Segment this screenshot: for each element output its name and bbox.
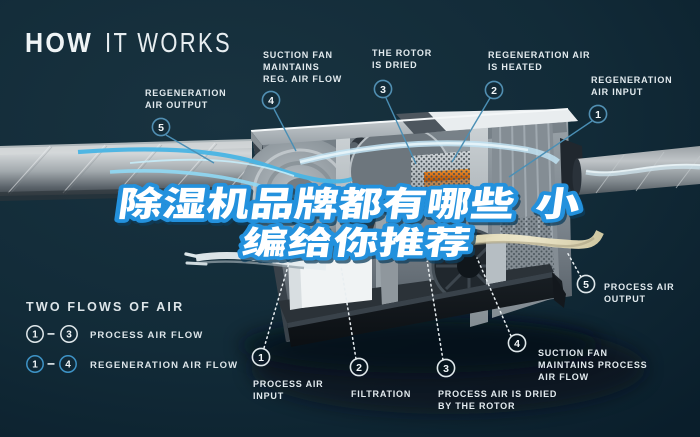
svg-text:MAINTAINS PROCESS: MAINTAINS PROCESS bbox=[538, 360, 647, 370]
svg-text:IS HEATED: IS HEATED bbox=[488, 62, 543, 72]
svg-text:FILTRATION: FILTRATION bbox=[351, 389, 411, 399]
svg-text:3: 3 bbox=[66, 330, 72, 341]
svg-text:REGENERATION AIR FLOW: REGENERATION AIR FLOW bbox=[90, 360, 238, 371]
svg-text:3: 3 bbox=[443, 363, 449, 375]
svg-text:1: 1 bbox=[595, 109, 601, 121]
svg-text:1: 1 bbox=[32, 360, 38, 371]
svg-text:REGENERATION: REGENERATION bbox=[145, 88, 226, 98]
svg-text:3: 3 bbox=[380, 84, 386, 96]
svg-text:1: 1 bbox=[32, 330, 38, 341]
svg-text:TWO FLOWS OF AIR: TWO FLOWS OF AIR bbox=[26, 300, 184, 314]
svg-text:1: 1 bbox=[258, 352, 264, 364]
svg-text:4: 4 bbox=[514, 338, 520, 350]
svg-text:REGENERATION: REGENERATION bbox=[591, 75, 672, 85]
svg-text:IT WORKS: IT WORKS bbox=[105, 27, 232, 58]
svg-text:SUCTION FAN: SUCTION FAN bbox=[263, 50, 333, 60]
svg-text:PROCESS AIR FLOW: PROCESS AIR FLOW bbox=[90, 330, 203, 341]
svg-text:4: 4 bbox=[268, 95, 274, 107]
svg-text:MAINTAINS: MAINTAINS bbox=[263, 62, 320, 72]
svg-text:REG. AIR FLOW: REG. AIR FLOW bbox=[263, 74, 342, 84]
svg-text:IS DRIED: IS DRIED bbox=[372, 60, 417, 70]
svg-text:OUTPUT: OUTPUT bbox=[604, 294, 646, 304]
svg-text:BY THE ROTOR: BY THE ROTOR bbox=[438, 401, 515, 411]
svg-text:THE ROTOR: THE ROTOR bbox=[372, 48, 432, 58]
svg-text:AIR INPUT: AIR INPUT bbox=[591, 87, 643, 97]
svg-text:INPUT: INPUT bbox=[253, 391, 284, 401]
svg-text:PROCESS AIR: PROCESS AIR bbox=[253, 379, 323, 389]
svg-text:REGENERATION AIR: REGENERATION AIR bbox=[488, 50, 590, 60]
svg-text:AIR OUTPUT: AIR OUTPUT bbox=[145, 100, 208, 110]
svg-text:PROCESS AIR IS DRIED: PROCESS AIR IS DRIED bbox=[438, 389, 557, 399]
svg-text:HOW: HOW bbox=[25, 27, 93, 58]
svg-text:AIR FLOW: AIR FLOW bbox=[538, 372, 589, 382]
svg-text:PROCESS AIR: PROCESS AIR bbox=[604, 282, 674, 292]
svg-text:SUCTION FAN: SUCTION FAN bbox=[538, 348, 608, 358]
svg-text:4: 4 bbox=[65, 360, 71, 371]
svg-text:5: 5 bbox=[583, 279, 589, 291]
svg-text:5: 5 bbox=[158, 122, 164, 134]
svg-text:2: 2 bbox=[356, 362, 362, 374]
svg-text:2: 2 bbox=[491, 85, 497, 97]
